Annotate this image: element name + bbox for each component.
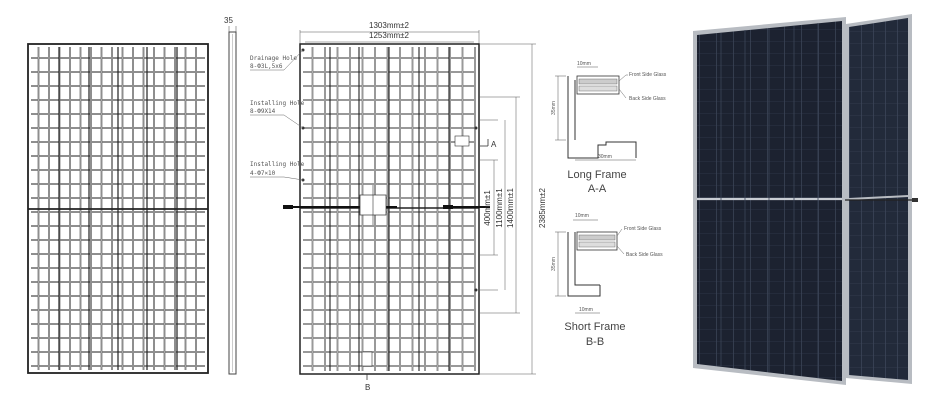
product-photo — [693, 14, 918, 385]
hole-spec-2: 8-Ф9Х14 — [250, 108, 276, 115]
overall-width-dim: 1303mm±2 — [369, 21, 410, 30]
short-frame-section: 10mm Front Side Glass Back Side Glass 35… — [551, 213, 663, 348]
dimension-view: 1303mm±2 1253mm±2 Drainage Hole 8-Ф3L,5x… — [250, 21, 547, 392]
short-height-dim: 35mm — [551, 257, 557, 271]
dim-2385: 2385mm±2 — [538, 187, 547, 228]
hole-title-2: Installing Hole — [250, 100, 305, 107]
short-bottom-dim: 10mm — [579, 307, 593, 313]
short-frame-top-dim: 10mm — [575, 213, 589, 219]
section-b-marker: B — [365, 383, 370, 392]
thickness-label: 35 — [224, 16, 233, 25]
long-frame-title: Long Frame — [567, 169, 626, 181]
hole-spec-1: 8-Ф3L,5x6 — [250, 63, 283, 70]
hole-title-3: Installing Hole — [250, 161, 305, 168]
dim-1400: 1400mm±1 — [506, 187, 515, 228]
front-view-panel — [27, 43, 209, 374]
dim-1100: 1100mm±1 — [495, 188, 504, 228]
inner-width-dim: 1253mm±2 — [369, 31, 410, 40]
side-thickness-view: 35 — [224, 16, 237, 375]
dim-400: 400mm±1 — [483, 190, 492, 226]
short-back-glass: Back Side Glass — [626, 252, 663, 258]
short-frame-title: Short Frame — [564, 321, 625, 333]
long-height-dim: 35mm — [551, 101, 557, 115]
long-frame-section: 10mm Front Side Glass Back Side Glass 35… — [551, 61, 667, 195]
long-front-glass: Front Side Glass — [629, 72, 667, 78]
long-frame-top-dim: 10mm — [577, 61, 591, 67]
hole-title-1: Drainage Hole — [250, 55, 297, 62]
hole-spec-3: 4-Ф7×10 — [250, 170, 276, 177]
short-front-glass: Front Side Glass — [624, 226, 662, 232]
long-frame-subtitle: A-A — [588, 183, 607, 195]
long-bottom-dim: 30mm — [598, 154, 612, 160]
short-frame-subtitle: B-B — [586, 336, 604, 348]
long-back-glass: Back Side Glass — [629, 96, 666, 102]
drainage-hole-label: Drainage Hole 8-Ф3L,5x6 — [250, 49, 304, 71]
installing-hole-label-2: Installing Hole 4-Ф7×10 — [250, 161, 305, 181]
installing-hole-label-1: Installing Hole 8-Ф9Х14 — [250, 100, 305, 129]
section-a-marker: A — [491, 140, 497, 149]
